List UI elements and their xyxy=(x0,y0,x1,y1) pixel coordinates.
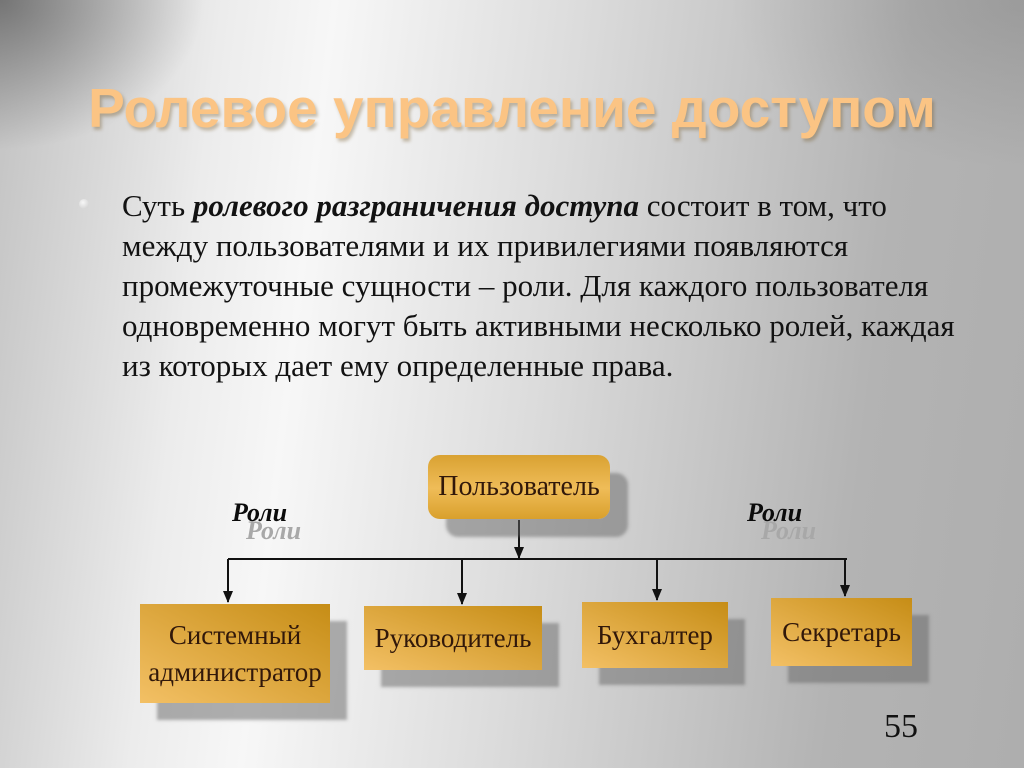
org-node-accountant-label: Бухгалтер xyxy=(597,619,713,650)
org-node-accountant: Бухгалтер xyxy=(582,602,728,668)
org-node-user: Пользователь xyxy=(428,455,610,519)
bullet-marker xyxy=(79,199,89,209)
page-title: Ролевое управление доступом xyxy=(88,77,936,139)
org-node-sysadmin: Системный администратор xyxy=(140,604,330,703)
roles-label-right-text: Роли xyxy=(747,498,803,527)
org-node-secretary-label: Секретарь xyxy=(782,616,901,647)
bullet-text-rest: состоит в том, что между пользователями … xyxy=(122,188,955,383)
bullet-text-emphasis: ролевого разграничения доступа xyxy=(192,188,640,223)
org-node-manager-label: Руководитель xyxy=(374,622,532,653)
roles-label-right-shadow: Роли xyxy=(761,516,817,545)
roles-label-right: Роли Роли xyxy=(747,498,877,562)
org-node-sysadmin-label: Системный администратор xyxy=(148,619,322,687)
org-node-manager: Руководитель xyxy=(364,606,542,670)
org-node-secretary: Секретарь xyxy=(771,598,912,666)
roles-label-left: Роли Роли xyxy=(232,498,362,562)
org-node-user-label: Пользователь xyxy=(438,471,600,502)
page-number: 55 xyxy=(884,708,918,745)
roles-label-left-shadow: Роли xyxy=(246,516,302,545)
bullet-text-lead: Суть xyxy=(122,188,193,223)
roles-label-left-text: Роли xyxy=(232,498,288,527)
bullet-text: Суть ролевого разграничения доступа сост… xyxy=(122,186,958,386)
